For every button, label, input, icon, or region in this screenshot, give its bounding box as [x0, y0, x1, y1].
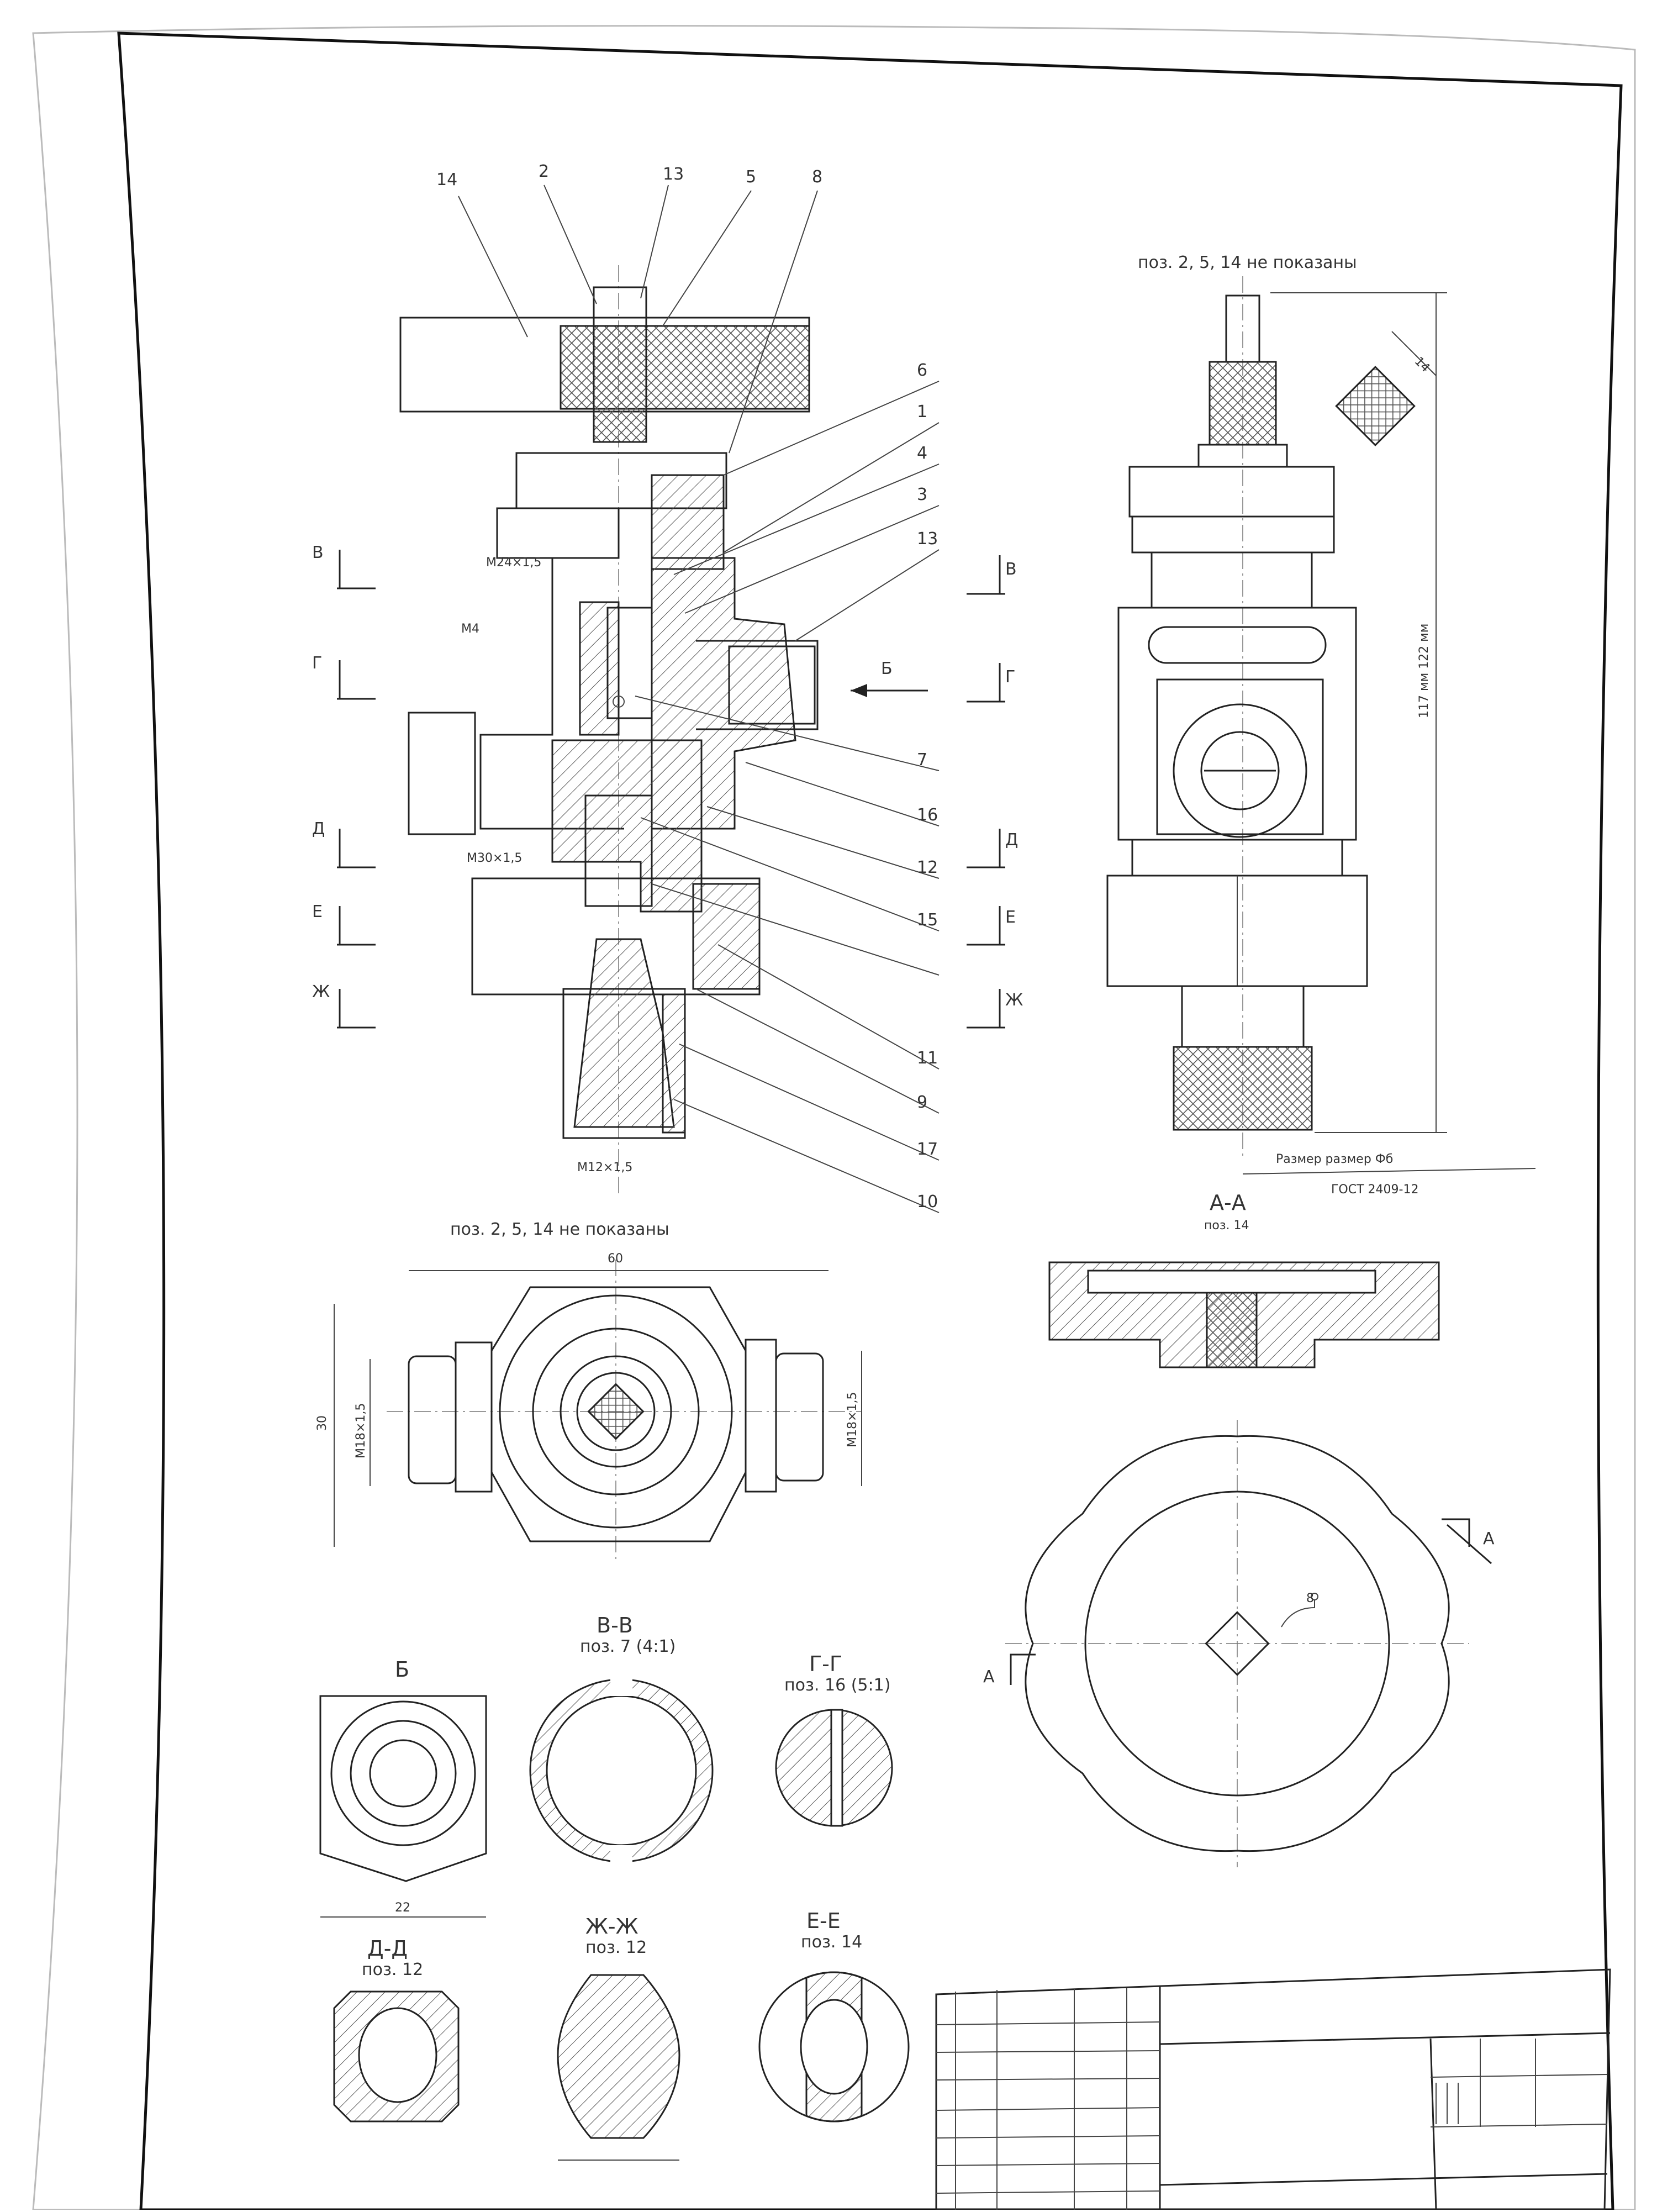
section-zhzh-subtitle: поз. 12	[585, 1938, 647, 1957]
thread-m24: М24×1,5	[486, 556, 541, 570]
callouts-top: 14 2 13 5 8	[436, 162, 822, 454]
view-b-title: Б	[395, 1657, 409, 1682]
callout-2: 2	[539, 162, 549, 181]
view-b: Б 22	[319, 1657, 487, 1918]
thread-m12: М12×1,5	[577, 1161, 632, 1175]
section-ee-subtitle: поз. 14	[801, 1932, 862, 1952]
section-dd-subtitle: поз. 12	[362, 1960, 423, 1979]
side-note-line1: Размер размер Фб	[1276, 1152, 1393, 1166]
plan-thread-right: М18×1,5	[846, 1392, 859, 1447]
callout-9: 9	[917, 1093, 927, 1112]
handwheel-dim: 8	[1306, 1592, 1314, 1605]
plan-thread-left: М18×1,5	[354, 1403, 368, 1458]
plan-view: поз. 2, 5, 14 не показаны 60 30 М18×1,5 …	[315, 1220, 862, 1563]
title-block	[935, 1968, 1611, 2211]
section-vv-title: В-В	[597, 1613, 633, 1637]
callout-6: 6	[917, 361, 927, 380]
paper-edge	[32, 25, 1636, 2211]
section-aa: А-А поз. 14	[1048, 1191, 1440, 1368]
plan-width-dim: 60	[608, 1252, 623, 1266]
callout-10: 10	[917, 1192, 938, 1212]
callout-12: 12	[917, 858, 938, 877]
handwheel-mark-a1: А	[1483, 1529, 1495, 1549]
callout-13b: 13	[917, 529, 938, 549]
section-zhzh-title: Ж-Ж	[585, 1914, 638, 1939]
svg-text:Е: Е	[1005, 908, 1016, 927]
svg-text:Г: Г	[1005, 667, 1015, 687]
side-note-line2: ГОСТ 2409-12	[1331, 1183, 1418, 1197]
thread-m30: М30×1,5	[467, 851, 522, 865]
callout-15: 15	[917, 910, 938, 930]
svg-text:В: В	[312, 543, 324, 562]
svg-text:Д: Д	[312, 819, 325, 839]
svg-text:Д: Д	[1005, 830, 1018, 850]
callout-1: 1	[917, 402, 927, 422]
callout-8: 8	[812, 167, 822, 187]
section-dd-title: Д-Д	[367, 1936, 408, 1961]
callout-13: 13	[663, 165, 684, 184]
section-marks-right: В Г Д Е Ж	[967, 555, 1023, 1029]
plan-note: поз. 2, 5, 14 не показаны	[450, 1220, 669, 1239]
svg-text:Ж: Ж	[312, 982, 330, 1002]
section-gg-title: Г-Г	[809, 1652, 842, 1676]
callout-14: 14	[436, 170, 457, 189]
plan-height-dim: 30	[315, 1415, 329, 1431]
callout-4: 4	[917, 444, 927, 463]
handwheel-view: 8 А А	[983, 1420, 1495, 1867]
section-gg: Г-Г поз. 16 (5:1)	[775, 1652, 893, 1827]
side-dim-height: 117 мм 122 мм	[1417, 624, 1431, 718]
svg-text:Ж: Ж	[1005, 991, 1023, 1010]
view-b-dim: 22	[395, 1901, 410, 1915]
view-arrow-b: Б	[851, 659, 928, 697]
callout-11: 11	[917, 1049, 938, 1068]
section-marks-left: В Г Д Е Ж	[312, 543, 376, 1029]
section-ee: Е-Е поз. 14	[758, 1909, 910, 2123]
handwheel-mark-a2: А	[983, 1667, 995, 1687]
svg-text:Б: Б	[881, 659, 893, 678]
section-aa-title: А-А	[1210, 1191, 1246, 1215]
svg-text:В: В	[1005, 560, 1017, 579]
side-view: поз. 2, 5, 14 не показаны 117 мм 122 мм …	[1106, 253, 1536, 1197]
svg-text:Е: Е	[312, 902, 323, 921]
section-aa-subtitle: поз. 14	[1204, 1219, 1249, 1233]
callouts-right: 6 1 4 3 13 7 16 12 15 11 9 17 10	[635, 361, 940, 1213]
section-zhzh: Ж-Ж поз. 12	[557, 1914, 680, 2161]
callout-17: 17	[917, 1140, 938, 1159]
svg-text:Г: Г	[312, 654, 322, 673]
thread-m4: М4	[461, 622, 479, 636]
callout-3: 3	[917, 485, 927, 504]
callout-16: 16	[917, 805, 938, 825]
section-ee-title: Е-Е	[806, 1909, 841, 1933]
section-vv: В-В поз. 7 (4:1)	[529, 1613, 714, 1867]
callout-7: 7	[917, 750, 927, 770]
side-note: поз. 2, 5, 14 не показаны	[1138, 253, 1357, 272]
section-dd: Д-Д поз. 12	[333, 1936, 460, 2123]
section-gg-subtitle: поз. 16 (5:1)	[784, 1676, 890, 1695]
section-vv-subtitle: поз. 7 (4:1)	[580, 1637, 676, 1656]
callout-5: 5	[746, 167, 756, 187]
